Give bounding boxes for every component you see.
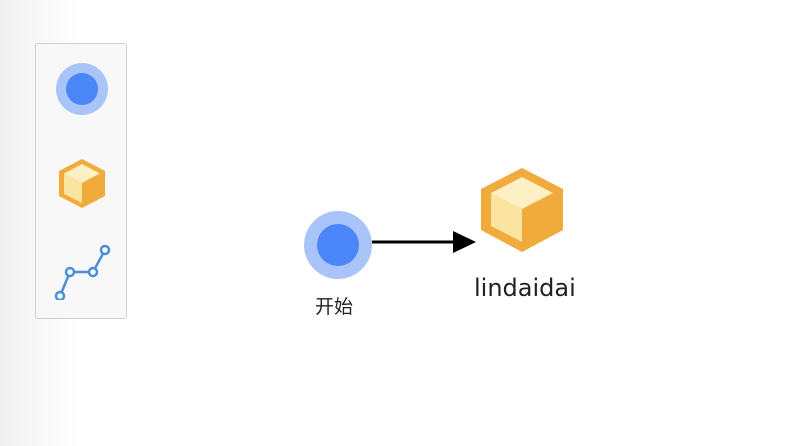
cube-node-icon	[59, 159, 105, 208]
task-node[interactable]	[478, 166, 566, 254]
start-event-icon	[56, 63, 108, 115]
palette-task-node[interactable]	[53, 154, 111, 212]
start-node[interactable]	[303, 210, 373, 280]
tool-palette	[35, 43, 127, 319]
palette-connection[interactable]	[53, 242, 111, 300]
cube-node-icon	[481, 168, 563, 252]
arrowhead-icon	[453, 231, 476, 253]
start-node-label: 开始	[315, 296, 354, 318]
polyline-edge-icon	[54, 244, 111, 300]
task-node-label: lindaidai	[474, 274, 576, 302]
palette-start-event[interactable]	[53, 60, 111, 118]
start-event-icon	[304, 211, 372, 279]
